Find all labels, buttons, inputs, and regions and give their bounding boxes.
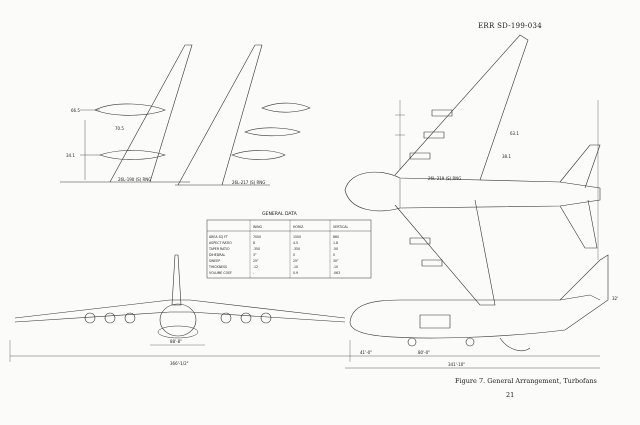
table-row-label: DIHEDRAL	[209, 253, 226, 257]
table-header-cell: HORIZ.	[293, 225, 304, 229]
general-data-cells: WING HORIZ. VERTICAL AREA SQ FT 7000 1500 860A…	[208, 225, 348, 275]
table-cell: 3°	[253, 253, 257, 257]
side-view-label-right: 26L-219 (S) RNG	[428, 176, 461, 181]
table-cell: 0	[333, 253, 335, 257]
table-cell: 7000	[253, 235, 261, 239]
table-cell: .350	[253, 247, 260, 251]
svg-text:38.1: 38.1	[502, 154, 511, 159]
page-number: 21	[506, 391, 515, 399]
table-cell: 8	[253, 241, 255, 245]
table-cell: .10	[333, 265, 338, 269]
side-elevation: 41'-0" 80'-0" 341'-10" 32'	[345, 254, 618, 369]
svg-text:341'-10": 341'-10"	[448, 362, 465, 367]
plan-view: 63.1 38.1	[344, 34, 601, 306]
fin-side-view-left: 66.5 34.1 70.5	[60, 44, 193, 183]
svg-text:41'-0": 41'-0"	[360, 350, 372, 355]
table-cell: .50	[333, 247, 338, 251]
svg-text:32': 32'	[612, 296, 618, 301]
svg-text:80'-0": 80'-0"	[418, 350, 430, 355]
table-row-label: SWEEP	[209, 259, 220, 263]
table-cell: 0.9	[293, 271, 298, 275]
table-row-label: TAPER RATIO	[208, 247, 230, 251]
svg-text:88'-8": 88'-8"	[170, 339, 182, 344]
table-cell: 0	[293, 253, 295, 257]
svg-text:34.1: 34.1	[66, 153, 75, 158]
table-cell: 4.5	[293, 241, 298, 245]
svg-text:366'-1/2": 366'-1/2"	[170, 361, 189, 366]
fin-side-view-middle	[175, 44, 311, 186]
front-view: 88'-8" 366'-1/2"	[9, 254, 351, 366]
table-cell: 1500	[293, 235, 301, 239]
side-view-label-middle: 26L-217 (S) RNG	[232, 180, 265, 185]
table-cell: 25°	[253, 259, 259, 263]
table-cell: 30°	[333, 259, 339, 263]
table-cell: .10	[293, 265, 298, 269]
general-data-table	[206, 219, 372, 279]
table-cell: -	[253, 271, 254, 275]
table-header-cell: VERTICAL	[333, 225, 348, 229]
table-cell: 1.8	[333, 241, 338, 245]
table-row-label: ASPECT RATIO	[209, 241, 232, 245]
table-cell: .350	[293, 247, 300, 251]
report-number: ERR SD-199-034	[478, 22, 543, 30]
table-row-label: THICKNESS	[208, 265, 227, 269]
table-cell: .063	[333, 271, 340, 275]
svg-text:66.5: 66.5	[71, 108, 80, 113]
table-header-cell: WING	[253, 225, 262, 229]
general-data-title: GENERAL DATA	[262, 211, 298, 217]
svg-text:70.5: 70.5	[115, 126, 124, 131]
table-cell: 860	[333, 235, 339, 239]
table-row-label: AREA SQ FT	[209, 235, 228, 239]
svg-text:63.1: 63.1	[510, 131, 519, 136]
figure-caption: Figure 7. General Arrangement, Turbofans	[455, 377, 597, 385]
table-row-label: VOLUME COEF	[209, 271, 232, 275]
table-cell: .12	[253, 265, 258, 269]
side-view-label-left: 26L-190 (S) RNG	[118, 177, 151, 182]
table-cell: 25°	[293, 259, 299, 263]
